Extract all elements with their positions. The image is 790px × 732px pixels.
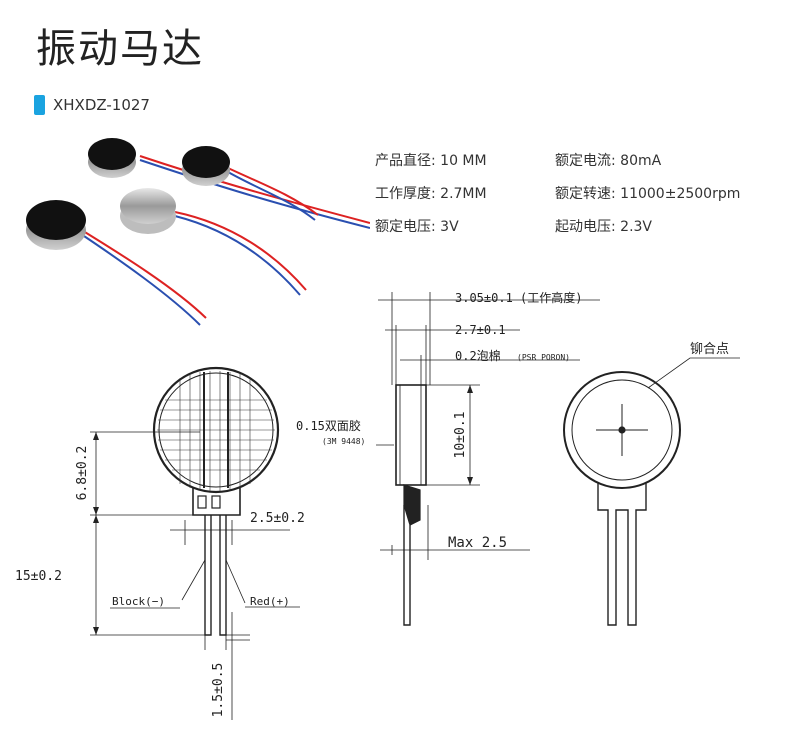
dim-total-label: 15±0.2 [15,569,62,584]
label-black-wire: Block(−) [112,595,165,608]
page-title: 振动马达 [36,26,204,72]
product-photo [26,138,370,326]
spec-diameter: 产品直径: 10 MM [375,153,487,169]
spec-start-voltage: 起动电压: 2.3V [555,219,653,235]
label-rivet-point: 铆合点 [690,342,729,357]
back-view [563,357,740,626]
dim-lead-label: 1.5±0.5 [211,663,226,718]
spec-speed: 额定转速: 11000±2500rpm [555,186,741,202]
dim-tape-label: 0.15双面胶 [296,418,361,433]
spec-voltage: 额定电压: 3V [375,219,459,235]
dim-height-label: 6.8±0.2 [75,446,90,501]
dim-work-height-label: 3.05±0.1 (工作高度) [455,290,582,305]
dim-tape-note: (3M 9448) [322,437,365,446]
dim-diameter-label: 10±0.1 [453,412,468,459]
spec-thickness: 工作厚度: 2.7MM [375,186,487,202]
dim-pins-label: 2.5±0.2 [250,511,305,526]
spec-current: 额定电流: 80mA [555,153,662,169]
model-tag: XHXDZ-1027 [34,94,150,116]
dim-foam-label: 0.2泡棉 [455,349,501,363]
dim-thickness-label: 2.7±0.1 [455,323,506,337]
model-number: XHXDZ-1027 [53,96,150,114]
coil-pattern [157,371,275,491]
dim-foam-note: (PSR PORON) [517,353,570,362]
model-accent-bar [34,95,45,115]
side-view [376,292,600,626]
dim-max-label: Max 2.5 [448,535,507,551]
front-view [90,366,300,720]
label-red-wire: Red(+) [250,595,290,608]
